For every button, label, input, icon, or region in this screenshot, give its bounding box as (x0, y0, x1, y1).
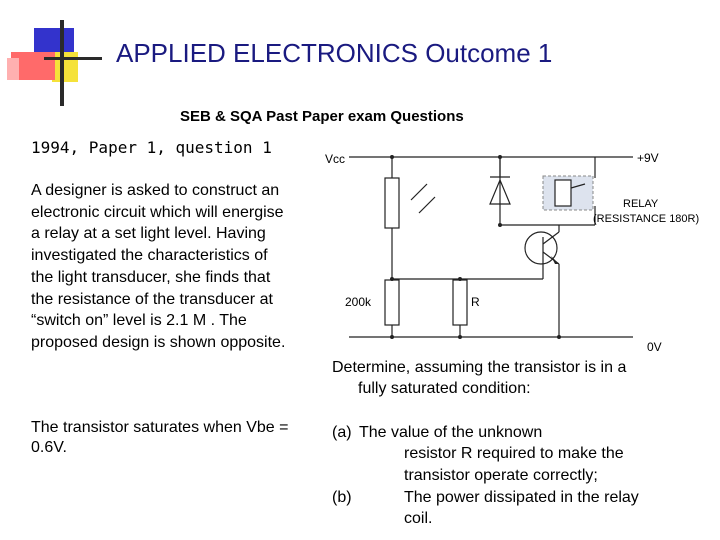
unknown-resistor-label: R (471, 295, 480, 309)
question-reference: 1994, Paper 1, question 1 (31, 138, 272, 157)
npn-transistor (524, 231, 558, 265)
part-b-line2: coil. (404, 510, 433, 527)
ldr-resistor (384, 177, 400, 229)
transistor-note: The transistor saturates when Vbe = 0.6V… (31, 419, 289, 456)
fixed-resistor-200k (384, 279, 400, 326)
question-description: A designer is asked to construct an elec… (31, 182, 286, 351)
relay-resistance-label: (RESISTANCE 180R) (593, 213, 699, 225)
diode (489, 178, 511, 205)
ground-label: 0V (647, 340, 662, 354)
relay-coil (554, 179, 572, 207)
determine-instruction: Determine, assuming the transistor is in… (332, 357, 626, 399)
unknown-resistor-r (452, 279, 468, 326)
part-b-label: (b) (332, 489, 352, 506)
determine-line2: fully saturated condition: (358, 380, 531, 397)
determine-line1: Determine, assuming the transistor is in… (332, 359, 627, 376)
fixed-resistor-label: 200k (345, 295, 372, 309)
part-a-line3: transistor operate correctly; (404, 467, 598, 484)
corner-decoration (7, 20, 102, 106)
part-a-line2: resistor R required to make the (404, 445, 624, 462)
vcc-label: Vcc (325, 152, 345, 166)
part-a-label: (a) (332, 424, 352, 441)
slide-subtitle: SEB & SQA Past Paper exam Questions (180, 108, 464, 125)
slide-title: APPLIED ELECTRONICS Outcome 1 (116, 38, 553, 68)
part-b-line1: The power dissipated in the relay (404, 489, 639, 506)
part-a-line1: The value of the unknown (359, 424, 543, 441)
relay-label: RELAY (623, 198, 659, 210)
supply-label: +9V (637, 151, 659, 165)
circuit-diagram: Vcc +9V RELAY (RESISTANCE 180R) 200k R 0… (325, 151, 699, 354)
